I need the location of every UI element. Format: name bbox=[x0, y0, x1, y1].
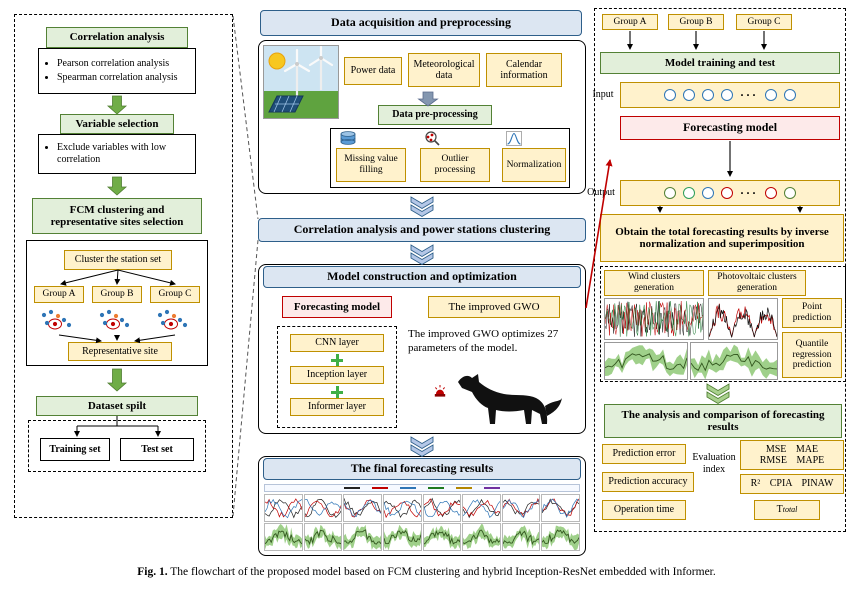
metrics-line: MSE MAE bbox=[765, 443, 819, 455]
neuron-circle bbox=[784, 187, 796, 199]
group-b-box: Group B bbox=[92, 286, 142, 303]
correlation-clustering-band: Correlation analysis and power stations … bbox=[258, 218, 586, 242]
database-icon bbox=[340, 131, 356, 146]
calendar-information-box: Calendar information bbox=[486, 53, 562, 87]
data-acquisition-header: Data acquisition and preprocessing bbox=[260, 10, 582, 36]
correlation-analysis-body: Pearson correlation analysis Spearman co… bbox=[38, 48, 196, 94]
power-data-box: Power data bbox=[344, 57, 402, 85]
prediction-error-box: Prediction error bbox=[602, 444, 686, 464]
dataset-split-header: Dataset spilt bbox=[36, 396, 198, 416]
quantile-band-thumbnail bbox=[690, 342, 778, 380]
quantile-band-thumbnail bbox=[604, 342, 688, 380]
improved-gwo-box: The improved GWO bbox=[428, 296, 560, 318]
test-set-box: Test set bbox=[120, 438, 194, 461]
forecasting-model-box: Forecasting model bbox=[620, 116, 840, 140]
neuron-circle bbox=[765, 89, 777, 101]
correlation-analysis-header: Correlation analysis bbox=[46, 27, 188, 48]
forecast-thumbnails-grid bbox=[264, 484, 580, 552]
variable-selection-body: Exclude variables with low correlation bbox=[38, 134, 196, 174]
gwo-note-text: The improved GWO optimizes 27 parameters… bbox=[408, 328, 559, 354]
variable-bullet-list: Exclude variables with low correlation bbox=[41, 140, 193, 169]
operation-time-box: Operation time bbox=[602, 500, 686, 520]
bell-curve-icon bbox=[506, 131, 522, 146]
correlation-bullet-list: Pearson correlation analysis Spearman co… bbox=[41, 56, 193, 87]
bullet-item: Pearson correlation analysis bbox=[57, 58, 193, 71]
point-prediction-box: Point prediction bbox=[782, 298, 842, 328]
model-construction-header: Model construction and optimization bbox=[263, 266, 581, 288]
plus-icon bbox=[331, 386, 343, 398]
ellipsis: ··· bbox=[739, 186, 758, 200]
input-neurons-box: ··· bbox=[620, 82, 840, 108]
obtain-results-box: Obtain the total forecasting results by … bbox=[600, 214, 844, 262]
bullet-item: Exclude variables with low correlation bbox=[57, 142, 193, 167]
magnifier-icon bbox=[424, 131, 440, 146]
plot-legend bbox=[264, 484, 580, 492]
pv-clusters-header: Photovoltaic clusters generation bbox=[708, 270, 806, 296]
wind-plot-thumbnail bbox=[604, 298, 704, 340]
cluster-results-box bbox=[600, 266, 846, 382]
caption-text: The flowchart of the proposed model base… bbox=[170, 566, 716, 578]
ellipsis: ··· bbox=[739, 88, 758, 102]
neuron-circle bbox=[663, 187, 676, 199]
forecasting-model-box: Forecasting model bbox=[282, 296, 392, 318]
fcm-clustering-header: FCM clustering and representative sites … bbox=[32, 198, 202, 234]
missing-value-filling-box: Missing value filling bbox=[336, 148, 406, 182]
wind-clusters-header: Wind clusters generation bbox=[604, 270, 704, 296]
error-metrics-box: MSE MAE RMSE MAPE bbox=[740, 440, 844, 470]
data-preprocessing-header: Data pre-processing bbox=[378, 105, 492, 125]
output-label: Output bbox=[587, 187, 615, 198]
group-a-box: Group A bbox=[602, 14, 658, 30]
evaluation-index-label: Evaluation index bbox=[692, 452, 736, 475]
wind-solar-scene bbox=[263, 45, 339, 119]
group-b-box: Group B bbox=[668, 14, 724, 30]
informer-layer-box: Informer layer bbox=[290, 398, 384, 416]
metrics-line: RMSE MAPE bbox=[759, 455, 825, 466]
zoom-connector-line bbox=[232, 239, 259, 517]
outlier-processing-box: Outlier processing bbox=[420, 148, 490, 182]
neuron-circle bbox=[765, 187, 777, 199]
wolf-icon bbox=[448, 372, 564, 430]
normalization-box: Normalization bbox=[502, 148, 566, 182]
cluster-scatter-icon bbox=[152, 308, 198, 334]
neuron-circle bbox=[682, 89, 695, 101]
bullet-item: Spearman correlation analysis bbox=[57, 72, 193, 85]
caption-label: Fig. 1. bbox=[137, 566, 168, 578]
pv-plot-thumbnail bbox=[708, 298, 778, 340]
variable-selection-header: Variable selection bbox=[60, 114, 174, 134]
cluster-scatter-icon bbox=[94, 308, 140, 334]
output-neurons-box: ··· bbox=[620, 180, 840, 206]
quantile-prediction-box: Quantile regression prediction bbox=[782, 332, 842, 378]
neuron-circle bbox=[663, 89, 676, 101]
representative-site-box: Representative site bbox=[68, 342, 172, 361]
training-set-box: Training set bbox=[40, 438, 110, 461]
alarm-icon bbox=[434, 384, 446, 398]
group-c-box: Group C bbox=[736, 14, 792, 30]
group-c-box: Group C bbox=[150, 286, 200, 303]
neuron-circle bbox=[701, 187, 714, 199]
meteorological-data-box: Meteorological data bbox=[408, 53, 480, 87]
neuron-circle bbox=[682, 187, 695, 199]
accuracy-metrics-box: R² CPIA PINAW bbox=[740, 474, 844, 494]
model-layers-box bbox=[277, 326, 397, 428]
neuron-circle bbox=[701, 89, 714, 101]
group-a-box: Group A bbox=[34, 286, 84, 303]
t-symbol: T bbox=[776, 504, 783, 516]
cnn-layer-box: CNN layer bbox=[290, 334, 384, 352]
model-training-header: Model training and test bbox=[600, 52, 840, 74]
plus-icon bbox=[331, 354, 343, 366]
final-results-header: The final forecasting results bbox=[263, 458, 581, 480]
cluster-scatter-icon bbox=[36, 308, 82, 334]
neuron-circle bbox=[720, 89, 733, 101]
zoom-connector-line bbox=[232, 15, 259, 220]
figure-caption: Fig. 1. The flowchart of the proposed mo… bbox=[0, 566, 853, 578]
inception-layer-box: Inception layer bbox=[290, 366, 384, 384]
neuron-circle bbox=[720, 187, 733, 199]
prediction-accuracy-box: Prediction accuracy bbox=[602, 472, 694, 492]
neuron-circle bbox=[784, 89, 796, 101]
analysis-comparison-header: The analysis and comparison of forecasti… bbox=[604, 404, 842, 438]
cluster-station-set-box: Cluster the station set bbox=[64, 250, 172, 270]
input-label: Input bbox=[592, 89, 614, 100]
t-subscript: total bbox=[782, 504, 798, 514]
